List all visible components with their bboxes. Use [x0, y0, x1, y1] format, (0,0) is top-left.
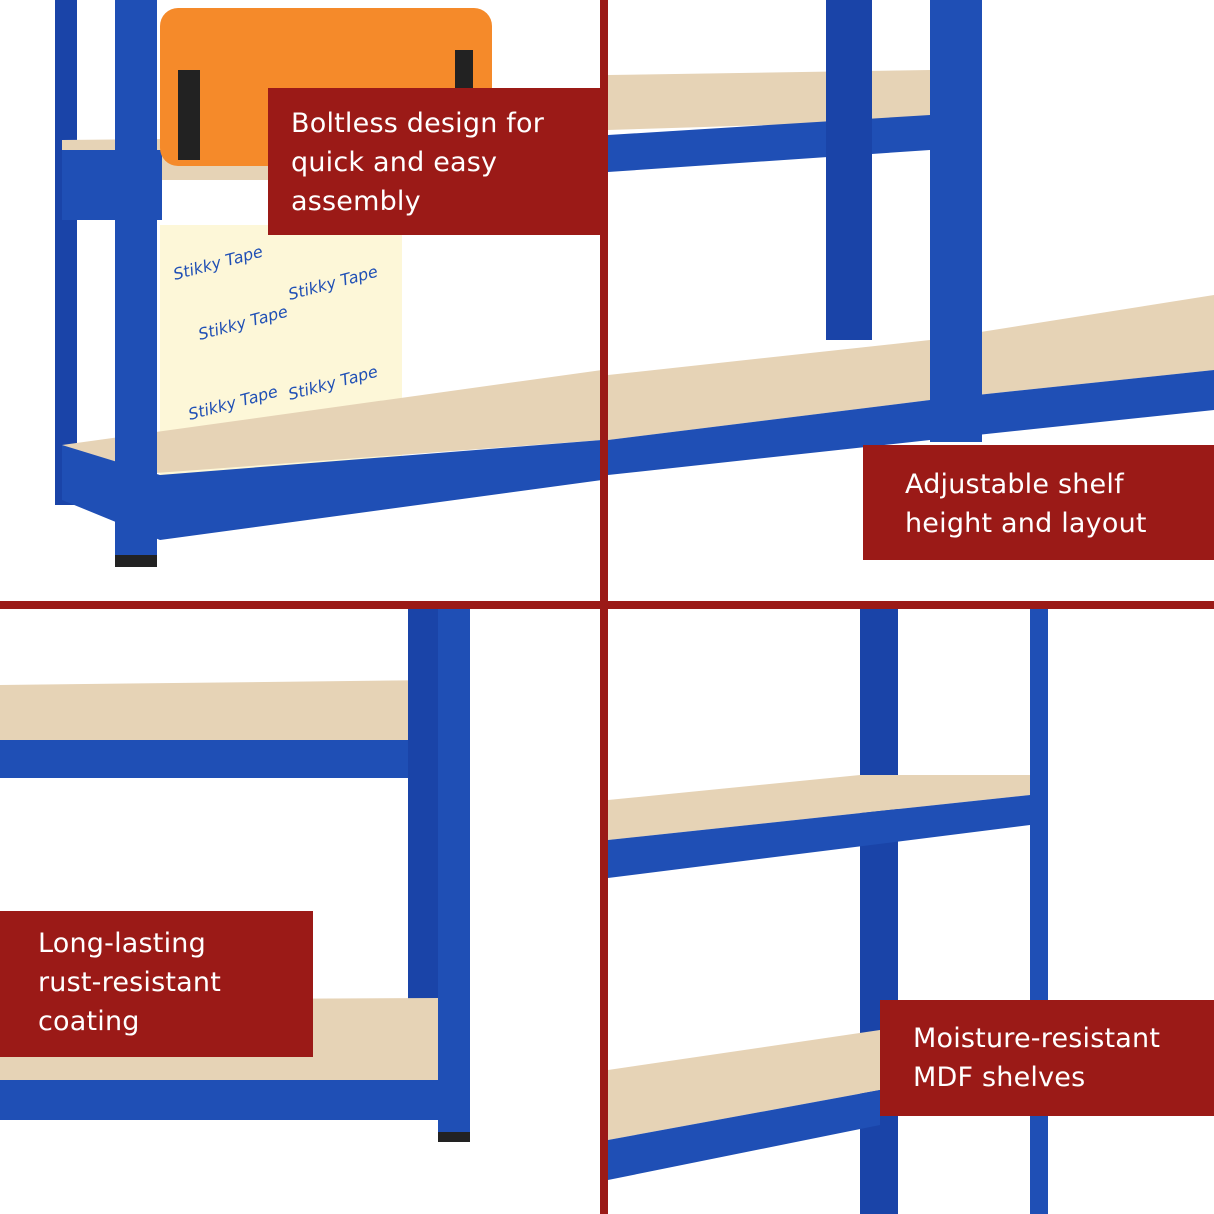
label-line: Boltless design for — [291, 108, 545, 139]
feature-label-adjustable: Adjustable shelf height and layout — [863, 445, 1214, 560]
label-line: quick and easy — [291, 147, 498, 178]
quadrant-4-photo — [608, 608, 1048, 1214]
label-line: MDF shelves — [913, 1062, 1086, 1093]
label-line: assembly — [291, 186, 421, 217]
label-line: Adjustable shelf — [905, 469, 1124, 500]
label-line: coating — [38, 1006, 140, 1037]
feature-label-boltless: Boltless design for quick and easy assem… — [268, 88, 602, 235]
quadrant-1-photo: Stikky Tape Stikky Tape Stikky Tape Stik… — [55, 0, 602, 567]
label-line: Moisture-resistant — [913, 1023, 1161, 1054]
quadrant-3-photo — [0, 608, 470, 1142]
quadrant-2-photo — [608, 0, 1214, 475]
label-line: Long-lasting — [38, 928, 206, 959]
feature-label-moisture-resistant: Moisture-resistant MDF shelves — [880, 1000, 1214, 1116]
label-line: rust-resistant — [38, 967, 221, 998]
label-line: height and layout — [905, 508, 1147, 539]
horizontal-divider — [0, 601, 1214, 609]
feature-label-rust-resistant: Long-lasting rust-resistant coating — [0, 911, 313, 1057]
